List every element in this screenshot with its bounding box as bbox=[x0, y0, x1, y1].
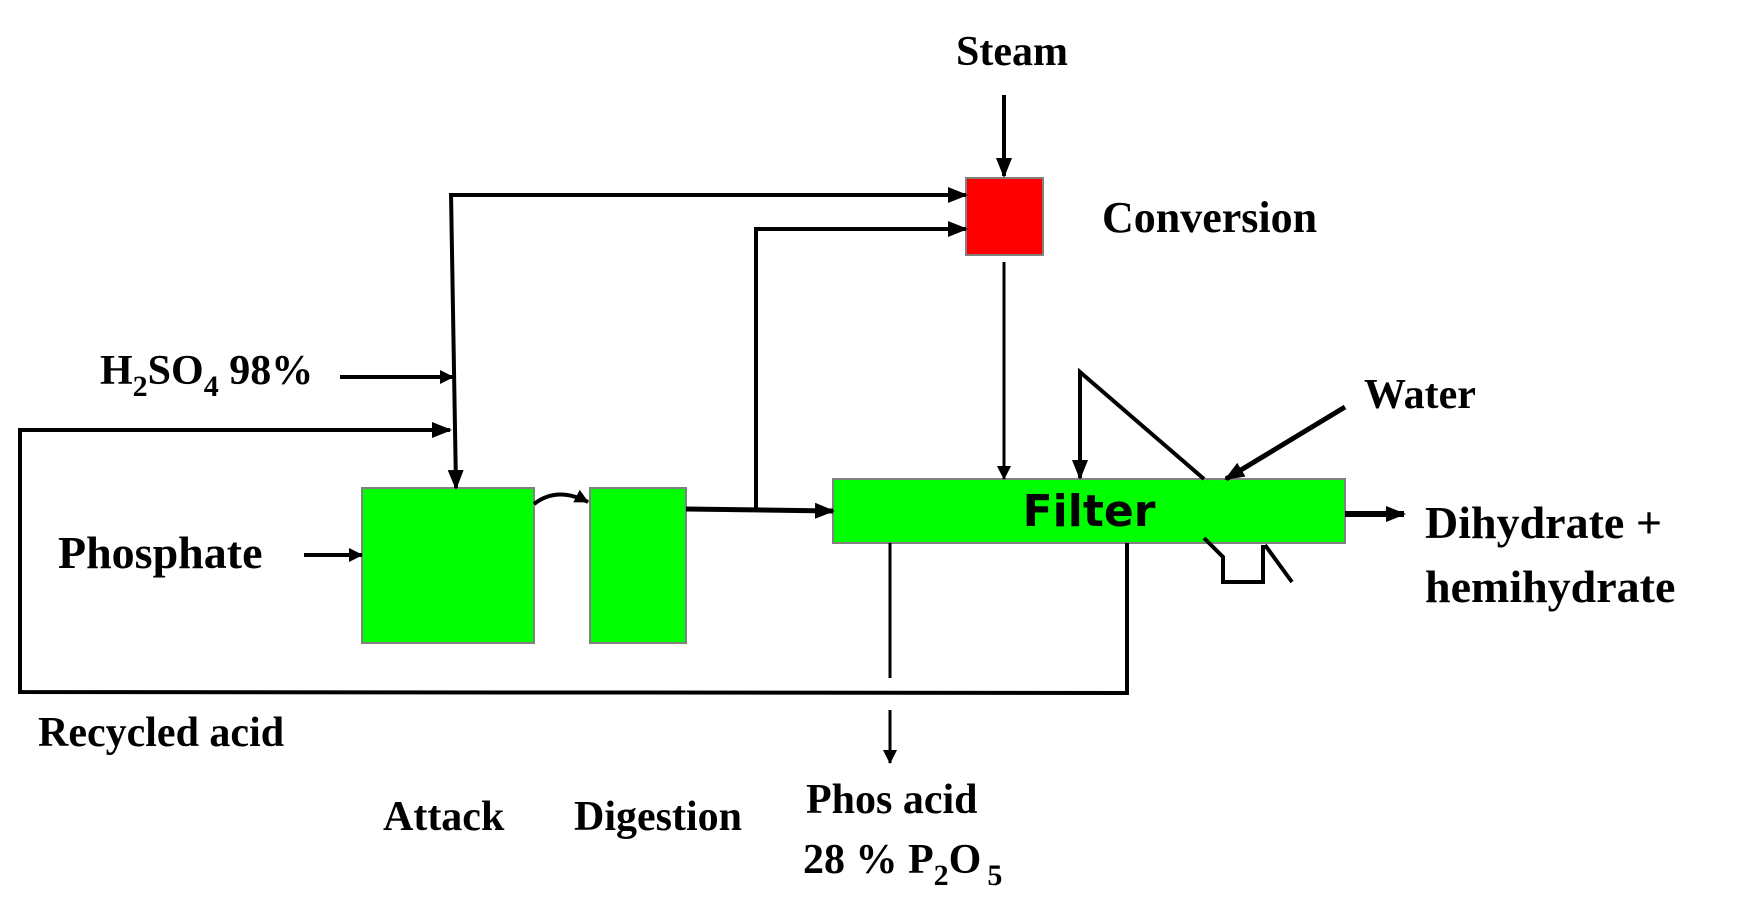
attack-to-digestion-arrow bbox=[532, 489, 589, 506]
filter-unit bbox=[832, 478, 1346, 544]
digestion-tank bbox=[589, 487, 687, 644]
steam-label: Steam bbox=[956, 29, 1068, 75]
acid-feed-to-attack-arrow bbox=[447, 192, 464, 490]
slurry-to-conversion-line bbox=[754, 221, 968, 510]
recycled-acid-label: Recycled acid bbox=[38, 710, 284, 756]
sulfuric-acid-label: H2SO4 98% bbox=[100, 348, 313, 403]
product-label-line1: Dihydrate + bbox=[1425, 497, 1662, 548]
digestion-label: Digestion bbox=[574, 794, 742, 840]
phosphate-label: Phosphate bbox=[58, 527, 262, 578]
filter-wash-recycle-line bbox=[1202, 536, 1265, 584]
filter-cake-wash-line bbox=[1072, 367, 1206, 481]
digestion-to-filter-arrow bbox=[685, 502, 835, 519]
filter-label: Filter bbox=[1023, 486, 1156, 537]
conversion-label: Conversion bbox=[1102, 193, 1317, 242]
recycled-acid-loop bbox=[18, 422, 1129, 696]
water-label: Water bbox=[1364, 372, 1476, 418]
attack-label: Attack bbox=[383, 794, 505, 840]
product-label-line2: hemihydrate bbox=[1425, 561, 1675, 612]
filter-wash-triangle bbox=[1263, 543, 1294, 584]
water-arrow bbox=[1224, 404, 1347, 482]
conversion-unit bbox=[965, 177, 1044, 256]
phos-acid-label-line1: Phos acid bbox=[806, 777, 978, 823]
attack-reactor bbox=[361, 487, 535, 644]
